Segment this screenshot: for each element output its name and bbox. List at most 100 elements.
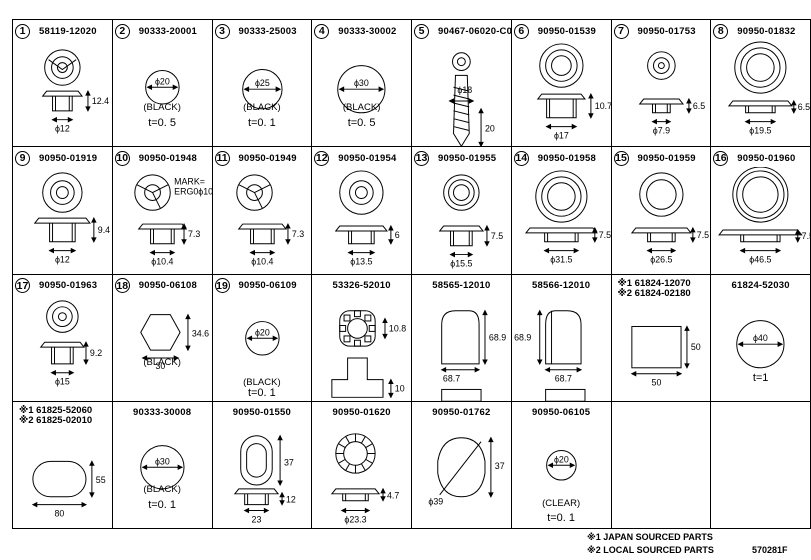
arrowhead	[482, 309, 488, 315]
dimension-label: 12	[285, 494, 295, 504]
arrowhead	[795, 237, 801, 244]
clip-rib	[453, 126, 470, 131]
seal-disc	[244, 320, 280, 356]
part-number: 90950-01959	[637, 152, 696, 164]
part-number: 90950-01550	[232, 407, 291, 419]
arrowhead	[536, 358, 543, 365]
part-illustration: 7.5ϕ46.5	[718, 167, 810, 265]
arrowhead	[85, 90, 91, 96]
plug-body	[646, 233, 676, 243]
cell-header: 90950-01550	[215, 405, 310, 421]
arrowhead	[775, 248, 782, 254]
arrowhead	[591, 237, 598, 244]
seal-disc	[736, 319, 785, 368]
square-pad	[630, 325, 682, 368]
color-note: (BLACK)	[342, 102, 381, 113]
arrowhead	[284, 239, 291, 246]
oval-inner	[245, 442, 267, 478]
arrowhead	[173, 354, 179, 361]
clip-tooth	[339, 324, 347, 332]
outline-ring	[732, 167, 789, 223]
dimension-label: 10.7	[595, 101, 611, 111]
plug-body	[243, 493, 269, 505]
outline-ring	[51, 56, 74, 79]
arrowhead	[51, 116, 57, 123]
arrowhead	[544, 366, 550, 373]
outline-ring	[355, 186, 369, 200]
outline-ring	[453, 184, 470, 202]
dimension-label: 10.8	[389, 323, 406, 333]
dimension-label: 68.9	[514, 332, 531, 342]
cell-header: 90950-06105	[514, 405, 609, 421]
part-number: 90333-20001	[138, 25, 197, 37]
part-number: 90950-01832	[737, 25, 796, 37]
cell-header: 90950-01762	[414, 405, 509, 421]
arrowhead	[181, 223, 187, 229]
plug-body	[348, 231, 375, 245]
ref-number-badge: 7	[613, 23, 629, 39]
arrowhead	[246, 335, 252, 341]
seal-disc	[545, 449, 577, 481]
ref-number-badge: 12	[314, 150, 330, 166]
arrowhead	[269, 250, 275, 256]
outline-ring	[443, 174, 480, 212]
part-number: 90333-25003	[238, 25, 297, 37]
part-number: 90950-01949	[238, 152, 297, 164]
cell-header: 53326-52010	[314, 278, 409, 294]
ref-number-badge: 1	[15, 23, 30, 39]
color-note: (BLACK)	[243, 376, 281, 388]
plug-body	[149, 229, 175, 245]
plug-body	[51, 346, 74, 364]
arrowhead	[276, 480, 283, 486]
arrowhead	[83, 358, 89, 365]
dimension-label: ϕ13.5	[351, 257, 373, 267]
dimension-label: ϕ30	[155, 456, 170, 466]
arrowhead	[670, 248, 676, 254]
ref-number-badge: 5	[414, 23, 429, 39]
gear-tooth	[345, 435, 351, 444]
plug-flange	[728, 100, 794, 107]
arrowhead	[478, 141, 484, 147]
part-illustration: ϕ20	[545, 449, 577, 481]
dimension-label: 7.5	[696, 230, 708, 240]
ref-number-badge: 6	[513, 23, 529, 39]
rib	[238, 184, 270, 209]
dimension-label: ϕ25	[254, 78, 269, 88]
part-illustration: 6.5ϕ7.9	[638, 51, 705, 135]
part-number: 90950-01955	[438, 152, 497, 164]
arrowhead	[272, 335, 278, 341]
ref-number-badge: 18	[114, 278, 130, 293]
part-number: 90333-30002	[338, 25, 397, 37]
clip-tooth	[364, 334, 372, 342]
outline-ring	[235, 174, 273, 212]
part-illustration: 10.810	[331, 309, 406, 398]
arrowhead	[184, 345, 191, 351]
arrowhead	[474, 366, 481, 373]
outline-ring	[734, 41, 787, 94]
clip-rib	[453, 110, 470, 116]
footnote-japan-sourced: ※1 JAPAN SOURCED PARTS	[587, 532, 713, 542]
arrowhead	[388, 378, 394, 384]
part-number: 61824-52030	[731, 280, 790, 291]
clip-tooth	[343, 314, 351, 321]
part-number: 90333-30008	[133, 407, 192, 419]
dimension-label: 68.9	[489, 332, 506, 342]
arrowhead	[169, 250, 176, 256]
arrowhead	[347, 250, 354, 256]
plug-flange	[335, 225, 389, 232]
ref-number-badge: 15	[613, 150, 629, 166]
outline-ring	[652, 57, 670, 74]
dimension-label: ϕ18	[457, 85, 472, 95]
arrowhead	[380, 487, 387, 494]
arrowhead	[338, 86, 345, 92]
